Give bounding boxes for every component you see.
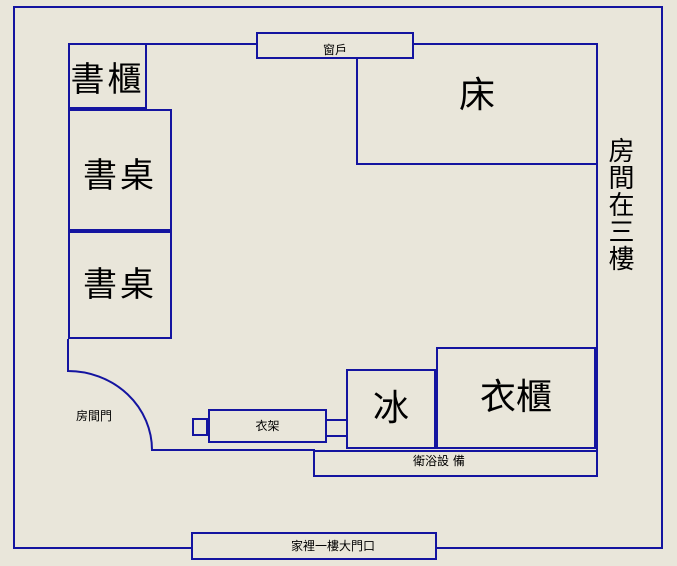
door-label: 房間門 (76, 409, 113, 423)
window-label: 窗戶 (322, 42, 347, 57)
hanger-connector-top (327, 419, 346, 421)
hanger-left-tab (192, 418, 208, 436)
desk-bottom-box: 書桌 (68, 231, 172, 339)
desk-top-label: 書桌 (83, 156, 157, 196)
bathroom-label: 衛浴設 備 (413, 454, 465, 468)
bed-left-edge (356, 59, 358, 165)
window-box: 窗戶 (256, 32, 414, 59)
bathroom-strip (313, 450, 598, 477)
inner-right-wall (596, 43, 598, 477)
bookcase-box: 書櫃 (68, 43, 147, 109)
entrance-box: 家裡一樓大門口 (191, 532, 437, 560)
hanger-connector-bottom (327, 435, 346, 437)
desk-top-box: 書桌 (68, 109, 172, 231)
hanger-label: 衣架 (255, 419, 280, 433)
bed-area: 床 (356, 45, 598, 163)
desk-bottom-label: 書桌 (83, 265, 157, 305)
entrance-label: 家裡一樓大門口 (291, 539, 376, 553)
floor-note: 房間在三樓 (604, 137, 634, 272)
hanger-box: 衣架 (208, 409, 327, 443)
fridge-label: 冰 (372, 388, 409, 429)
bed-label: 床 (458, 75, 495, 116)
bed-bottom-edge (356, 163, 598, 165)
fridge-box: 冰 (346, 369, 436, 449)
wall-line-bookcase-to-window (147, 43, 256, 45)
bookcase-label: 書櫃 (70, 60, 145, 100)
wall-line-window-to-right (414, 43, 598, 45)
wardrobe-label: 衣櫃 (479, 377, 552, 418)
wardrobe-box: 衣櫃 (436, 347, 596, 449)
